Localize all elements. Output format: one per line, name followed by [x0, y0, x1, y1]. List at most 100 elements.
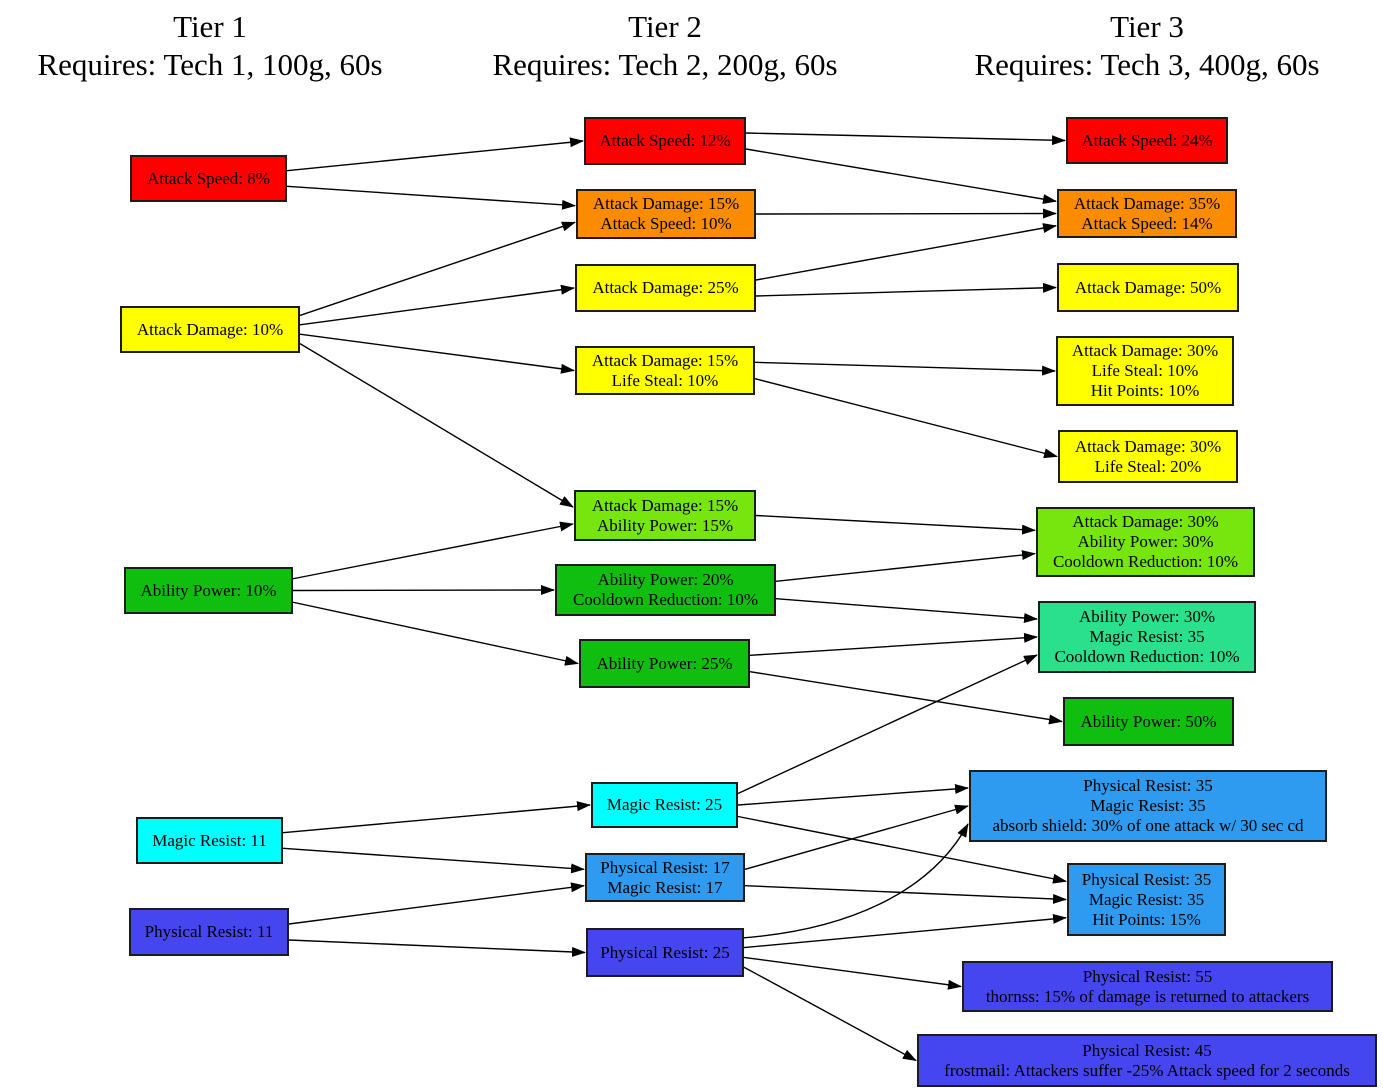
node-line: Hit Points: 15% [1092, 909, 1201, 929]
edge-mr11-to-mr25 [282, 801, 591, 834]
node-line: Physical Resist: 25 [600, 942, 730, 962]
tech-node-ap10[interactable]: Ability Power: 10% [124, 567, 293, 614]
node-line: Physical Resist: 11 [144, 922, 274, 941]
tech-node-ap50[interactable]: Ability Power: 50% [1063, 697, 1234, 746]
edge-ad10-to-ad15ls10 [299, 333, 575, 374]
tier1-header: Tier 1 Requires: Tech 1, 100g, 60s [37, 8, 382, 84]
edge-ad25-to-ad35as14 [755, 223, 1057, 281]
node-line: Cooldown Reduction: 10% [1052, 552, 1239, 571]
edge-ad10-to-ad25 [299, 284, 575, 326]
edge-pr17mr17-to-pr35mr35abs [744, 804, 969, 871]
node-line: Magic Resist: 25 [606, 795, 723, 814]
tier2-header: Tier 2 Requires: Tech 2, 200g, 60s [492, 8, 837, 84]
tech-node-pr25[interactable]: Physical Resist: 25 [586, 928, 744, 977]
tech-node-ap25[interactable]: Ability Power: 25% [579, 639, 750, 688]
tech-node-ad10[interactable]: Attack Damage: 10% [120, 306, 300, 353]
node-line: Attack Damage: 50% [1074, 277, 1222, 297]
node-line: Attack Damage: 25% [592, 278, 739, 297]
node-line: Physical Resist: 35 [1083, 776, 1213, 795]
edge-ap25-to-ap30mr35cdr10 [749, 632, 1038, 657]
tech-node-ad50[interactable]: Attack Damage: 50% [1057, 263, 1239, 312]
tech-node-ad15as10[interactable]: Attack Damage: 15%Attack Speed: 10% [576, 189, 756, 239]
tech-node-as8[interactable]: Attack Speed: 8% [130, 155, 287, 202]
node-line: Magic Resist: 17 [607, 877, 723, 897]
tech-node-ad15ls10[interactable]: Attack Damage: 15%Life Steal: 10% [575, 346, 755, 395]
node-line: Ability Power: 30% [1079, 607, 1215, 626]
edge-as12-to-ad35as14 [745, 148, 1057, 205]
tech-node-ad30ls20[interactable]: Attack Damage: 30%Life Steal: 20% [1058, 430, 1238, 483]
node-line: Magic Resist: 35 [1088, 889, 1205, 909]
tech-node-as12[interactable]: Attack Speed: 12% [584, 117, 746, 165]
node-line: Attack Damage: 10% [136, 319, 284, 339]
node-line: Physical Resist: 45 [1082, 1040, 1212, 1060]
edge-ad15ls10-to-ad30ls20 [754, 377, 1058, 459]
tier1-requirements: Requires: Tech 1, 100g, 60s [37, 47, 383, 82]
tier2-requirements: Requires: Tech 2, 200g, 60s [492, 47, 838, 82]
edge-pr17mr17-to-pr35mr35hp15 [744, 884, 1067, 904]
node-line: Hit Points: 10% [1090, 381, 1200, 400]
node-line: Magic Resist: 35 [1089, 627, 1205, 646]
tier2-title: Tier 2 [628, 9, 702, 44]
edge-ad15as10-to-ad35as14 [755, 208, 1057, 219]
edge-ap10-to-ad15ap15 [292, 521, 574, 580]
edge-ap25-to-ap50 [749, 670, 1063, 725]
tech-node-pr11[interactable]: Physical Resist: 11 [129, 908, 289, 956]
node-line: Attack Damage: 30% [1071, 341, 1219, 360]
tech-node-ad15ap15[interactable]: Attack Damage: 15%Ability Power: 15% [574, 490, 756, 541]
edge-as12-to-as24 [745, 132, 1066, 146]
node-line: Life Steal: 10% [611, 370, 719, 390]
node-line: Attack Damage: 15% [591, 350, 739, 370]
tech-node-ad25[interactable]: Attack Damage: 25% [575, 264, 756, 312]
node-line: Life Steal: 10% [1091, 361, 1199, 380]
node-line: absorb shield: 30% of one attack w/ 30 s… [992, 816, 1304, 835]
node-line: Magic Resist: 11 [152, 830, 267, 850]
node-line: Cooldown Reduction: 10% [1054, 647, 1240, 666]
edge-mr25-to-pr35mr35abs [737, 783, 969, 806]
node-line: Ability Power: 25% [596, 653, 733, 673]
node-line: Attack Damage: 30% [1074, 436, 1222, 456]
edge-ad15ap15-to-ad30ap30cdr10 [755, 514, 1036, 535]
edge-pr25-to-pr35mr35hp15 [743, 913, 1067, 949]
node-line: Attack Damage: 15% [592, 194, 740, 213]
edge-mr25-to-pr35mr35hp15 [737, 815, 1067, 884]
edge-pr25-to-pr45frost [743, 966, 917, 1062]
tech-node-ad30ls10hp10[interactable]: Attack Damage: 30%Life Steal: 10%Hit Poi… [1056, 336, 1234, 406]
tier3-title: Tier 3 [1110, 9, 1184, 44]
edge-as8-to-ad15as10 [286, 185, 576, 210]
tech-node-ad30ap30cdr10[interactable]: Attack Damage: 30%Ability Power: 30%Cool… [1036, 507, 1255, 577]
tier3-header: Tier 3 Requires: Tech 3, 400g, 60s [974, 8, 1319, 84]
edge-mr11-to-pr17mr17 [282, 847, 585, 874]
node-line: thornss: 15% of damage is returned to at… [985, 986, 1310, 1006]
node-line: Attack Damage: 15% [591, 495, 739, 515]
tech-node-mr11[interactable]: Magic Resist: 11 [136, 817, 283, 864]
node-line: Attack Speed: 12% [599, 131, 731, 150]
tier3-requirements: Requires: Tech 3, 400g, 60s [974, 47, 1320, 82]
tech-node-ad35as14[interactable]: Attack Damage: 35%Attack Speed: 14% [1057, 189, 1237, 238]
tier1-title: Tier 1 [173, 9, 247, 44]
node-line: Cooldown Reduction: 10% [572, 590, 759, 609]
tech-node-ap20cdr10[interactable]: Ability Power: 20%Cooldown Reduction: 10… [555, 564, 776, 616]
node-line: Attack Speed: 14% [1081, 213, 1213, 233]
tech-node-mr25[interactable]: Magic Resist: 25 [591, 782, 738, 828]
node-line: Ability Power: 15% [597, 515, 733, 535]
node-line: Ability Power: 50% [1080, 711, 1217, 731]
edge-pr25-to-pr35mr35abs [743, 823, 969, 939]
tech-node-as24[interactable]: Attack Speed: 24% [1066, 117, 1228, 164]
edge-ad25-to-ad50 [755, 282, 1057, 297]
node-line: Physical Resist: 35 [1081, 869, 1212, 889]
node-line: frostmail: Attackers suffer -25% Attack … [944, 1060, 1350, 1080]
node-line: Attack Damage: 30% [1072, 512, 1219, 531]
node-line: Magic Resist: 35 [1090, 796, 1206, 815]
node-line: Attack Damage: 35% [1073, 193, 1221, 213]
edge-ad10-to-ad15as10 [299, 221, 576, 317]
node-line: Attack Speed: 10% [600, 214, 732, 233]
edge-ap10-to-ap20cdr10 [292, 585, 555, 596]
